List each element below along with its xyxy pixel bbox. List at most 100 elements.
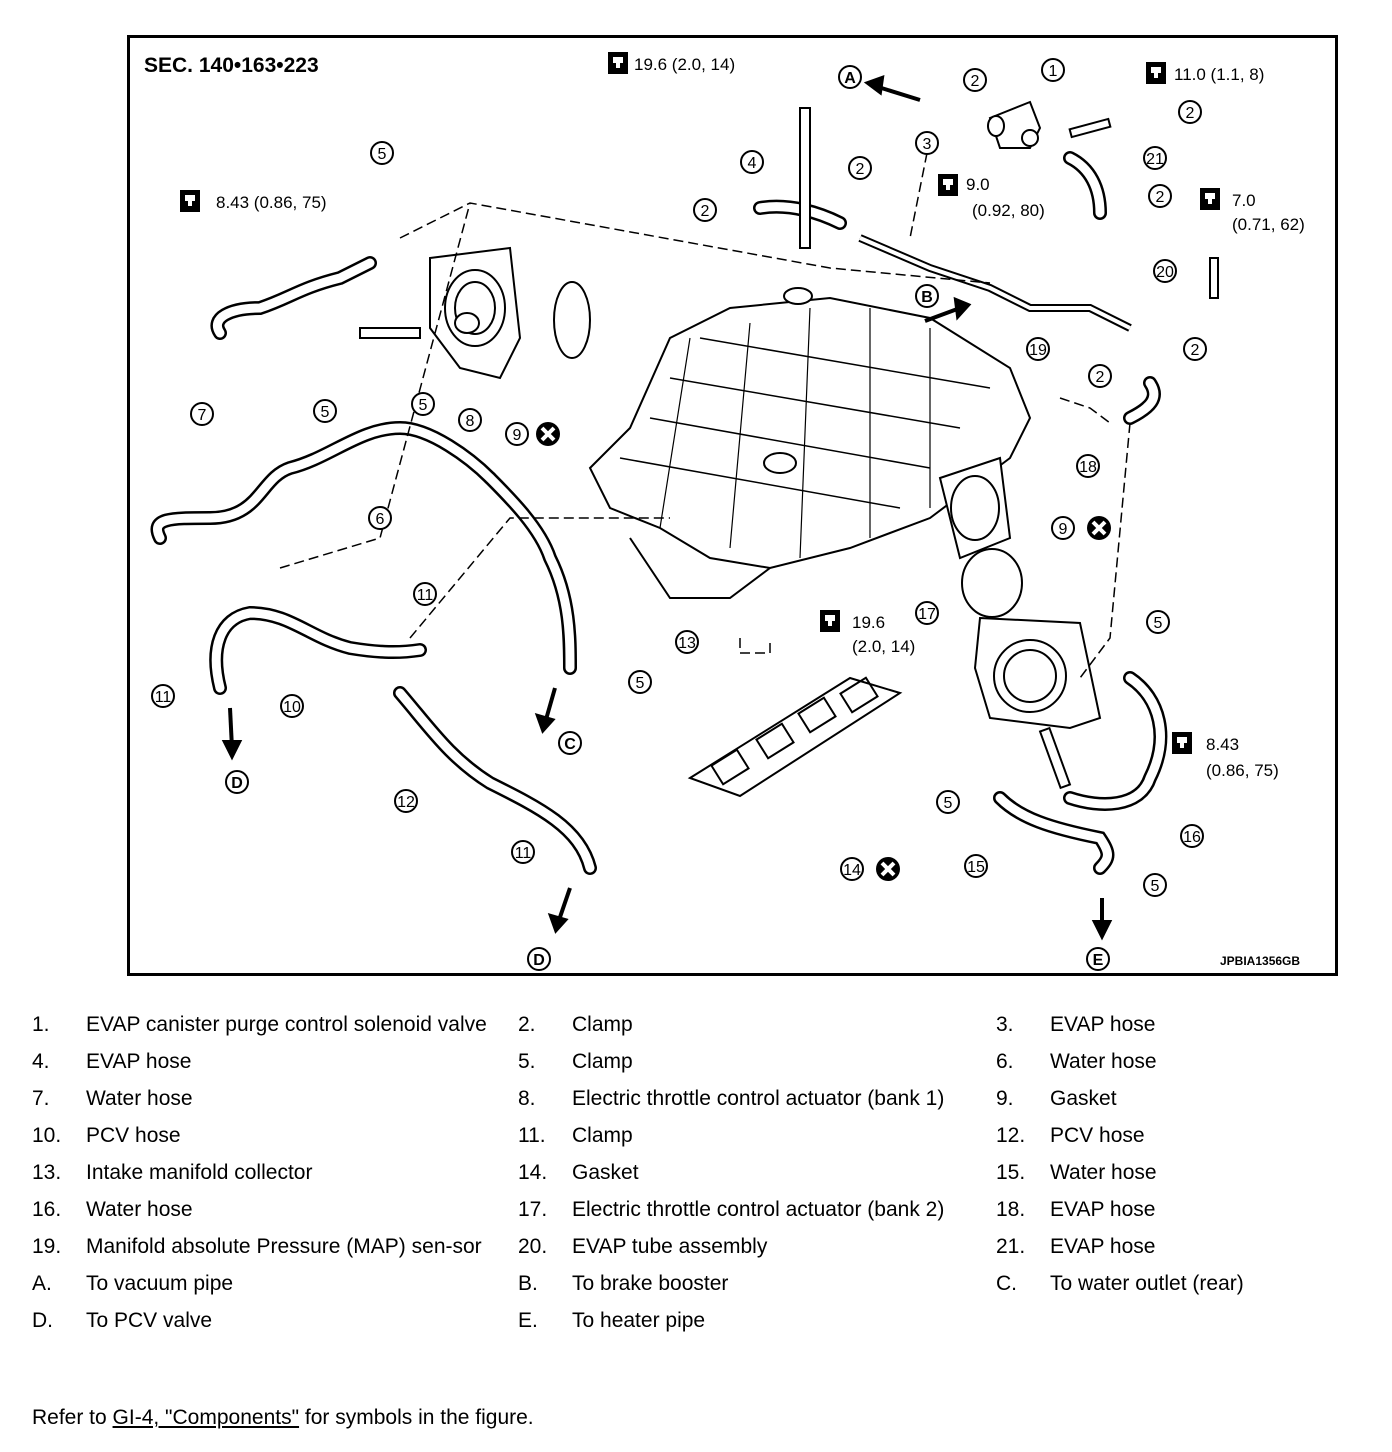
callout-6: 6 bbox=[368, 506, 392, 530]
svg-text:A: A bbox=[844, 70, 856, 87]
callout-2: 2 bbox=[1088, 364, 1112, 388]
replace-mark-icon bbox=[534, 420, 562, 448]
callout-2: 2 bbox=[1148, 184, 1172, 208]
torque-spec-5: 8.43 (0.86, 75) bbox=[180, 190, 327, 212]
footnote-text: Refer to bbox=[32, 1406, 113, 1429]
legend-label: Gasket bbox=[572, 1161, 639, 1184]
callout-16: 16 bbox=[1180, 824, 1204, 848]
callout-18: 18 bbox=[1076, 454, 1100, 478]
svg-text:20: 20 bbox=[1156, 264, 1174, 281]
legend-label: PCV hose bbox=[1050, 1124, 1145, 1147]
gasket-bank-2 bbox=[961, 548, 1023, 618]
callout-5: 5 bbox=[370, 141, 394, 165]
legend-label: EVAP hose bbox=[1050, 1198, 1156, 1221]
legend-label: Gasket bbox=[1050, 1087, 1117, 1110]
callout-1: 1 bbox=[1041, 58, 1065, 82]
marker-d: D bbox=[225, 770, 249, 794]
legend-number: 8. bbox=[518, 1087, 536, 1110]
svg-text:11.0 (1.1, 8): 11.0 (1.1, 8) bbox=[1174, 65, 1264, 84]
replace-mark-icon bbox=[874, 855, 902, 883]
legend-number: 1. bbox=[32, 1013, 50, 1036]
svg-text:11: 11 bbox=[155, 689, 172, 706]
torque-spec-3: 9.0 (0.92, 80) bbox=[938, 174, 1045, 220]
components-reference-link[interactable]: GI-4, "Components" bbox=[112, 1406, 300, 1429]
callout-3: 3 bbox=[915, 131, 939, 155]
svg-text:9.0: 9.0 bbox=[966, 175, 990, 194]
svg-text:(0.71, 62): (0.71, 62) bbox=[1232, 215, 1305, 234]
callout-5: 5 bbox=[1146, 610, 1170, 634]
exploded-diagram-frame: SEC. 140•163•223 JPBIA1356GB 19.6 (2.0, … bbox=[127, 35, 1338, 976]
legend-number: 20. bbox=[518, 1235, 548, 1258]
torque-wrench-icon bbox=[180, 190, 200, 212]
footnote: Refer to GI-4, "Components" for symbols … bbox=[32, 1406, 534, 1430]
legend-label: Electric throttle control actuator (bank… bbox=[572, 1198, 945, 1221]
legend-row: 10. PCV hose 11. Clamp 12. PCV hose bbox=[32, 1117, 1362, 1154]
legend-number: 4. bbox=[32, 1050, 50, 1073]
svg-text:5: 5 bbox=[1154, 615, 1163, 632]
callout-13: 13 bbox=[675, 630, 699, 654]
legend-row: A. To vacuum pipe B. To brake booster C.… bbox=[32, 1265, 1362, 1302]
svg-text:19.6 (2.0, 14): 19.6 (2.0, 14) bbox=[634, 55, 735, 74]
legend-label: To PCV valve bbox=[86, 1309, 213, 1332]
torque-wrench-icon bbox=[1200, 188, 1220, 210]
callout-4: 4 bbox=[740, 150, 764, 174]
svg-text:2: 2 bbox=[1156, 189, 1165, 206]
figure-code: JPBIA1356GB bbox=[1220, 954, 1300, 968]
svg-text:16: 16 bbox=[1183, 829, 1201, 846]
parts-legend: 1. EVAP canister purge control solenoid … bbox=[32, 1006, 1362, 1339]
legend-label: Electric throttle control actuator (bank… bbox=[572, 1087, 945, 1110]
callout-20: 20 bbox=[1153, 259, 1177, 283]
svg-text:17: 17 bbox=[918, 606, 936, 623]
legend-number bbox=[996, 1302, 1050, 1339]
marker-c: C bbox=[558, 731, 582, 755]
callout-15: 15 bbox=[964, 854, 988, 878]
legend-number: 13. bbox=[32, 1161, 62, 1184]
torque-wrench-icon bbox=[1172, 732, 1192, 754]
exploded-diagram: SEC. 140•163•223 JPBIA1356GB 19.6 (2.0, … bbox=[144, 52, 1305, 971]
svg-text:3: 3 bbox=[923, 136, 932, 153]
legend-label bbox=[1050, 1302, 1362, 1339]
svg-text:5: 5 bbox=[1151, 878, 1160, 895]
svg-text:1: 1 bbox=[1049, 63, 1058, 80]
legend-label: To brake booster bbox=[572, 1272, 729, 1295]
legend-number: 7. bbox=[32, 1087, 50, 1110]
legend-number: 17. bbox=[518, 1198, 548, 1221]
svg-text:15: 15 bbox=[967, 859, 985, 876]
legend-number: 11. bbox=[518, 1124, 546, 1147]
marker-b: B bbox=[915, 284, 939, 308]
svg-text:2: 2 bbox=[701, 203, 710, 220]
callout-11: 11 bbox=[511, 840, 535, 864]
svg-text:2: 2 bbox=[971, 73, 980, 90]
legend-row: 13. Intake manifold collector 14. Gasket… bbox=[32, 1154, 1362, 1191]
intake-gasket bbox=[687, 676, 903, 798]
callout-2: 2 bbox=[848, 156, 872, 180]
svg-text:7: 7 bbox=[198, 407, 207, 424]
callout-9: 9 bbox=[505, 422, 529, 446]
svg-text:D: D bbox=[533, 952, 545, 969]
callout-5: 5 bbox=[1143, 873, 1167, 897]
svg-text:2: 2 bbox=[856, 161, 865, 178]
torque-spec-2: 11.0 (1.1, 8) bbox=[1146, 62, 1264, 84]
callout-9: 9 bbox=[1051, 516, 1075, 540]
svg-text:8.43 (0.86, 75): 8.43 (0.86, 75) bbox=[216, 193, 327, 212]
torque-spec-6: 19.6 (2.0, 14) bbox=[820, 610, 915, 656]
legend-number: 16. bbox=[32, 1198, 62, 1221]
legend-label: Water hose bbox=[1050, 1161, 1157, 1184]
svg-text:9: 9 bbox=[1059, 521, 1068, 538]
legend-number: 6. bbox=[996, 1050, 1014, 1073]
svg-text:E: E bbox=[1093, 952, 1104, 969]
legend-number: 5. bbox=[518, 1050, 536, 1073]
legend-label: EVAP hose bbox=[1050, 1235, 1156, 1258]
callout-11: 11 bbox=[413, 582, 437, 606]
torque-spec-7: 8.43 (0.86, 75) bbox=[1172, 732, 1279, 780]
svg-text:4: 4 bbox=[748, 155, 757, 172]
svg-text:11: 11 bbox=[515, 845, 532, 862]
callout-2: 2 bbox=[1178, 100, 1202, 124]
torque-spec-4: 7.0 (0.71, 62) bbox=[1200, 188, 1305, 234]
legend-label: To heater pipe bbox=[572, 1309, 706, 1332]
legend-label: EVAP hose bbox=[1050, 1013, 1156, 1036]
legend-label: Clamp bbox=[572, 1013, 633, 1036]
legend-label: EVAP tube assembly bbox=[572, 1235, 768, 1258]
legend-label: PCV hose bbox=[86, 1124, 181, 1147]
callout-5: 5 bbox=[936, 790, 960, 814]
